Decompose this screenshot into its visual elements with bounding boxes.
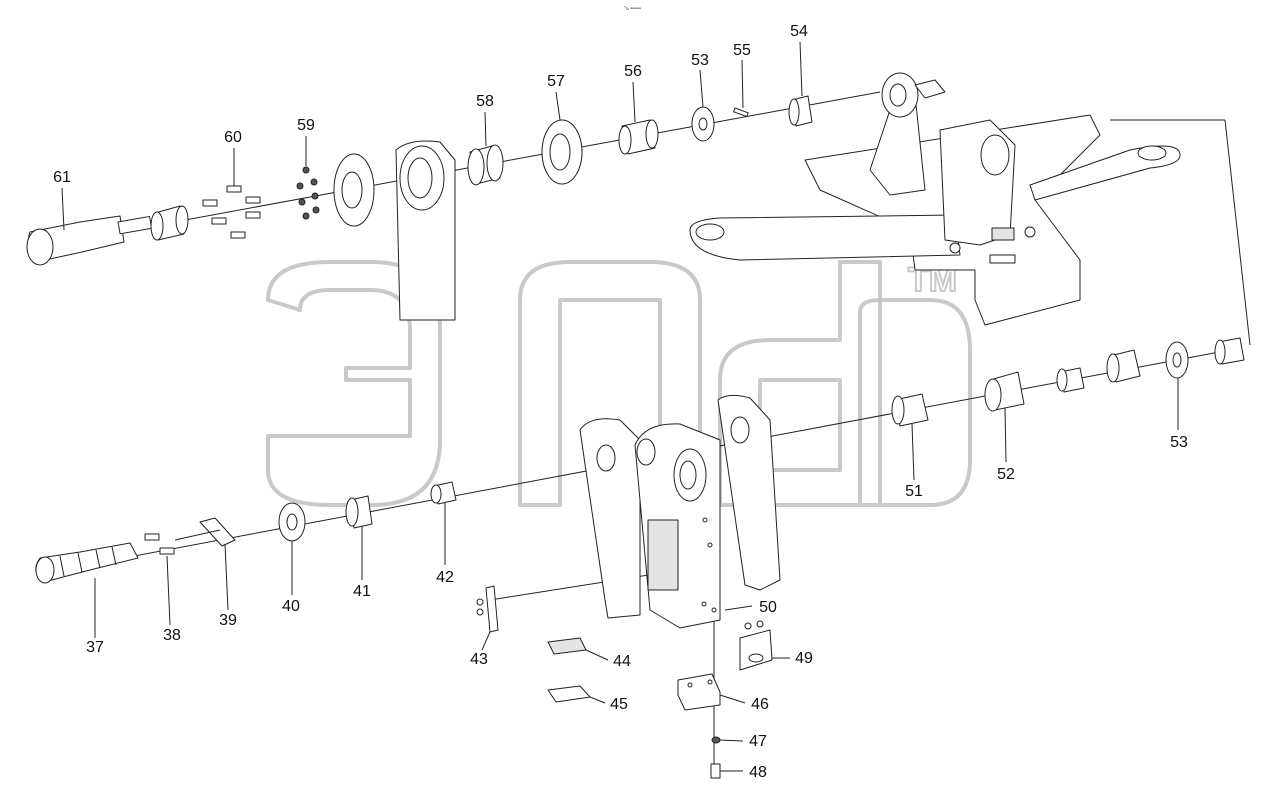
- callout-53-upper: 53: [691, 52, 709, 69]
- part-54-sleeve: [788, 95, 813, 127]
- part-40-washer: [278, 502, 306, 542]
- part-57-flange-bearing: [541, 119, 583, 185]
- callout-44: 44: [613, 653, 631, 670]
- callout-52: 52: [997, 466, 1015, 483]
- part-41-bushing: [345, 495, 373, 529]
- callout-60: 60: [224, 129, 242, 146]
- part-61-shaft: [26, 215, 153, 266]
- callout-54: 54: [790, 23, 808, 40]
- part-50-lever-housing: [579, 394, 781, 629]
- part-53-washer-lower: [1165, 341, 1189, 379]
- part-38-bolts: [144, 533, 175, 555]
- callout-56: 56: [624, 63, 642, 80]
- part-51-bushing: [891, 393, 929, 427]
- part-46-block: [677, 673, 721, 711]
- callout-53-lower: 53: [1170, 434, 1188, 451]
- callout-47: 47: [749, 733, 767, 750]
- callout-40: 40: [282, 598, 300, 615]
- part-58-bearing: [467, 144, 504, 186]
- callout-46: 46: [751, 696, 769, 713]
- callout-51: 51: [905, 483, 923, 500]
- part-47-washer: [711, 736, 721, 744]
- part-39-retainer-plate: [174, 517, 236, 547]
- callout-41: 41: [353, 583, 371, 600]
- part-43-bracket: [476, 585, 499, 633]
- part-44-pad: [547, 637, 587, 655]
- callout-38: 38: [163, 627, 181, 644]
- part-lever-arm-upper: [395, 140, 456, 321]
- header-small-text: "ъ ═══: [624, 6, 641, 12]
- part-54-sleeve-lower: [1214, 337, 1245, 365]
- leader-lines: [61, 41, 1179, 772]
- part-45-shim: [547, 685, 591, 703]
- callout-37: 37: [86, 639, 104, 656]
- callout-57: 57: [547, 73, 565, 90]
- callout-49: 49: [795, 650, 813, 667]
- callout-61: 61: [53, 169, 71, 186]
- part-flange-plate: [333, 153, 375, 227]
- part-52-bushing-small: [1056, 367, 1085, 393]
- part-49-bracket: [739, 620, 773, 671]
- part-55-pin: [733, 107, 749, 118]
- callout-45: 45: [610, 696, 628, 713]
- part-61-bushing: [150, 205, 189, 241]
- assembled-unit-reference: [689, 72, 1181, 326]
- part-60-bolts: [202, 185, 261, 239]
- callout-39: 39: [219, 612, 237, 629]
- callout-labels: 37 38 39 40 41 42 43 44 45 46 47 48 49 5…: [53, 23, 1188, 781]
- part-37-pin-shaft: [35, 542, 139, 584]
- callout-42: 42: [436, 569, 454, 586]
- callout-59: 59: [297, 117, 315, 134]
- part-53-washer-upper: [691, 106, 715, 142]
- part-48-screw: [710, 763, 721, 779]
- callout-48: 48: [749, 764, 767, 781]
- part-59-nuts: [296, 166, 320, 220]
- callout-43: 43: [470, 651, 488, 668]
- callout-58: 58: [476, 93, 494, 110]
- part-56-bushing: [618, 119, 659, 155]
- part-52-bearing: [984, 371, 1025, 412]
- callout-50: 50: [759, 599, 777, 616]
- part-53-bushing-lower: [1106, 349, 1141, 383]
- callout-55: 55: [733, 42, 751, 59]
- part-42-bushing: [430, 481, 457, 505]
